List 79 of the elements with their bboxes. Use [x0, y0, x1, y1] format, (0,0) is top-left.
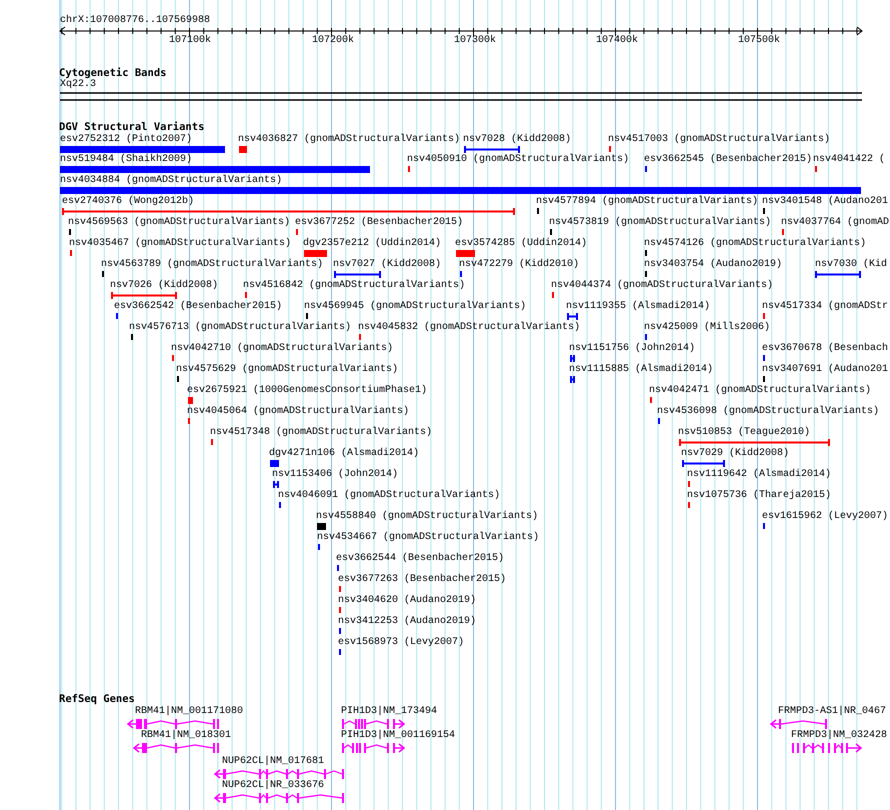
band-label: Xq22.3 — [60, 79, 96, 91]
variant-label: nsv4569563 (gnomADStructuralVariants) — [68, 217, 290, 229]
variant-label: esv3670678 (Besenbach — [762, 343, 888, 355]
gene-label: NUP62CL|NR_033676 — [222, 780, 324, 792]
variant-label: nsv519484 (Shaikh2009) — [60, 154, 192, 166]
track-title: DGV Structural Variants — [59, 121, 204, 133]
variant-label: nsv7029 (Kidd2008) — [681, 448, 790, 460]
track-title: RefSeq Genes — [59, 693, 135, 705]
variant-label: nsv4045832 (gnomADStructuralVariants) — [358, 322, 580, 334]
variant-label: nsv4046091 (gnomADStructuralVariants) — [278, 490, 500, 502]
variant-label: esv1568973 (Levy2007) — [338, 637, 464, 649]
variant-label: esv3662544 (Besenbacher2015) — [336, 553, 504, 565]
variant-label: nsv4558840 (gnomADStructuralVariants) — [316, 511, 538, 523]
variant-label: nsv4516842 (gnomADStructuralVariants) — [243, 280, 466, 292]
variant-label: nsv7030 (Kid — [815, 259, 888, 271]
variant-label: nsv4536098 (gnomADStructuralVariants) — [657, 406, 880, 418]
variant-label: nsv4576713 (gnomADStructuralVariants) — [129, 322, 352, 334]
variant-label: nsv1151756 (John2014) — [569, 343, 696, 355]
variant-label: esv1615962 (Levy2007) — [762, 511, 888, 523]
variant-label: nsv4042471 (gnomADStructuralVariants) — [649, 385, 872, 397]
variant-label: nsv4569945 (gnomADStructuralVariants) — [304, 301, 526, 313]
variant-label: nsv1119642 (Alsmadi2014) — [687, 469, 832, 481]
variant-label: nsv4041422 ( — [813, 154, 886, 166]
variant-label: nsv4577894 (gnomADStructuralVariants) — [536, 196, 758, 208]
variant-label: esv2740376 (Wong2012b) — [62, 196, 194, 208]
variant-label: nsv4035467 (gnomADStructuralVariants) — [69, 238, 292, 250]
variant-label: nsv4573819 (gnomADStructuralVariants) — [549, 217, 772, 229]
gene-label: FRMPD3-AS1|NR_0467 — [778, 706, 886, 718]
variant-label: esv3677252 (Besenbacher2015) — [295, 217, 464, 229]
variant-label: nsv1119355 (Alsmadi2014) — [566, 301, 710, 313]
axis-tick-label: 107400k — [596, 35, 638, 47]
axis-tick-label: 107100k — [169, 35, 211, 47]
variant-label: nsv4044374 (gnomADStructuralVariants) — [551, 280, 774, 292]
variant-label: nsv3412253 (Audano2019) — [338, 616, 476, 628]
variant-label: esv3662542 (Besenbacher2015) — [114, 301, 282, 313]
variant-label: nsv7028 (Kidd2008) — [463, 134, 572, 146]
variant-label: nsv3407691 (Audano201 — [762, 364, 888, 376]
gene-label: RBM41|NM_018301 — [141, 730, 232, 742]
variant-label: esv3662545 (Besenbacher2015) — [644, 154, 812, 166]
variant-label: nsv3404620 (Audano2019) — [338, 595, 476, 607]
track-title: Cytogenetic Bands — [59, 67, 166, 79]
variant-label: nsv4563789 (gnomADStructuralVariants) — [101, 259, 324, 271]
axis-tick-label: 107200k — [312, 35, 354, 47]
variant-label: nsv4534667 (gnomADStructuralVariants) — [317, 532, 540, 544]
variant-label: esv2752312 (Pinto2007) — [60, 134, 192, 146]
gene-label: PIH1D3|NM_001169154 — [341, 730, 456, 742]
variant-label: dgv4271n106 (Alsmadi2014) — [269, 448, 420, 460]
gene-label: FRMPD3|NM_032428 — [791, 730, 888, 742]
variant-label: nsv7027 (Kidd2008) — [333, 259, 442, 271]
variant-label: esv3574285 (Uddin2014) — [455, 238, 588, 250]
gene-label: RBM41|NM_001171080 — [135, 706, 244, 718]
variant-label: dgv2357e212 (Uddin2014) — [303, 238, 442, 250]
variant-label: nsv4036827 (gnomADStructuralVariants) — [238, 134, 460, 146]
variant-label: nsv4517334 (gnomADStr — [762, 301, 888, 313]
variant-label: nsv4045064 (gnomADStructuralVariants) — [187, 406, 410, 418]
axis-tick-label: 107300k — [454, 35, 496, 47]
variant-label: nsv3403754 (Audano2019) — [644, 259, 782, 271]
variant-label: nsv3401548 (Audano201 — [762, 196, 888, 208]
variant-label: nsv425009 (Mills2006) — [644, 322, 770, 334]
variant-label: nsv1075736 (Thareja2015) — [687, 490, 832, 502]
variant-label: nsv4517003 (gnomADStructuralVariants) — [608, 134, 830, 146]
gene-label: NUP62CL|NM_017681 — [222, 756, 324, 768]
variant-label: nsv510853 (Teague2010) — [678, 427, 810, 439]
gene-label: PIH1D3|NM_173494 — [341, 706, 438, 718]
variant-label: esv2675921 (1000GenomesConsortiumPhase1) — [187, 385, 428, 397]
variant-label: nsv4037764 (gnomAD — [781, 217, 890, 229]
variant-label: nsv4050910 (gnomADStructuralVariants) — [407, 154, 630, 166]
variant-label: nsv4575629 (gnomADStructuralVariants) — [176, 364, 398, 376]
variant-label: nsv1153406 (John2014) — [272, 469, 398, 481]
variant-label: nsv4574126 (gnomADStructuralVariants) — [644, 238, 866, 250]
variant-label: nsv4034884 (gnomADStructuralVariants) — [60, 175, 282, 187]
variant-label: nsv4042710 (gnomADStructuralVariants) — [171, 343, 394, 355]
variant-label: nsv4517348 (gnomADStructuralVariants) — [210, 427, 432, 439]
locus-label: chrX:107008776..107569988 — [60, 15, 210, 27]
variant-label: nsv1115885 (Alsmadi2014) — [569, 364, 714, 376]
variant-label: esv3677263 (Besenbacher2015) — [338, 574, 506, 586]
axis-tick-label: 107500k — [738, 35, 780, 47]
variant-label: nsv472279 (Kidd2010) — [459, 259, 580, 271]
variant-label: nsv7026 (Kidd2008) — [110, 280, 218, 292]
